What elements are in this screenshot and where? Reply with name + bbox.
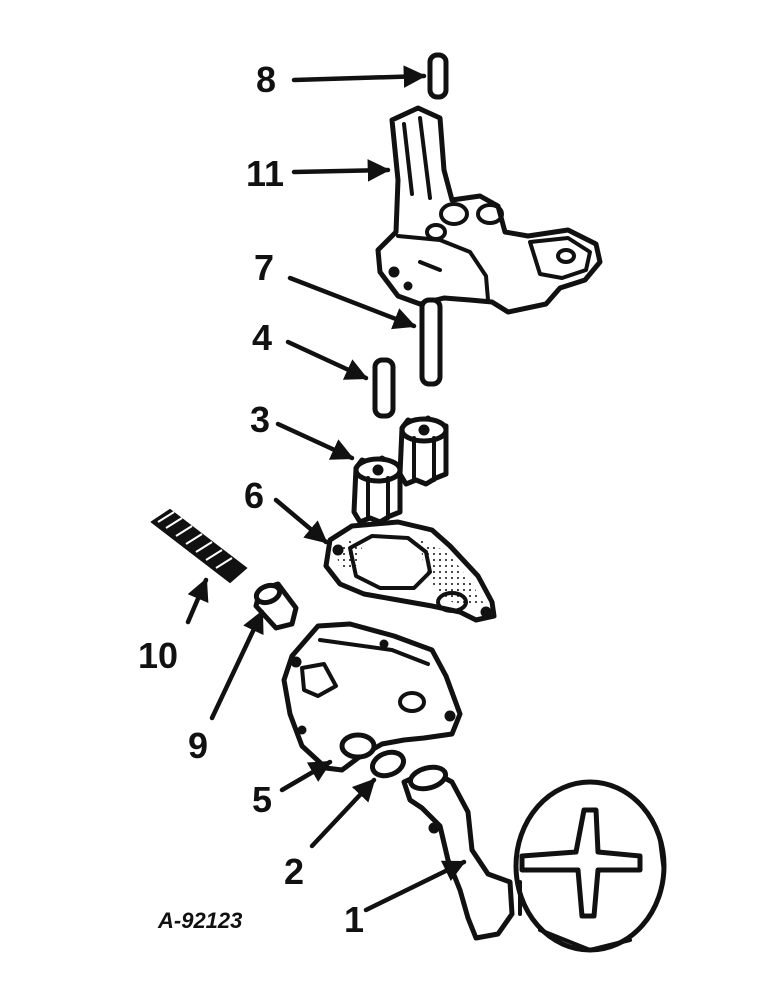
part-10-relief-valve-spring bbox=[150, 508, 248, 584]
callout-11: 11 bbox=[246, 153, 284, 194]
callout-arrows bbox=[185, 65, 467, 913]
part-3-pump-gears bbox=[351, 415, 449, 525]
callout-6: 6 bbox=[244, 475, 264, 516]
callout-10: 10 bbox=[138, 635, 178, 676]
callout-2: 2 bbox=[284, 851, 304, 892]
callout-8: 8 bbox=[256, 59, 276, 100]
callout-3: 3 bbox=[250, 399, 270, 440]
callout-9: 9 bbox=[188, 725, 208, 766]
part-4-idler-shaft bbox=[372, 357, 396, 419]
part-11-pump-body bbox=[375, 105, 603, 315]
part-2-o-ring bbox=[370, 749, 406, 779]
part-9-relief-valve-plunger bbox=[253, 581, 299, 631]
callout-labels: 8 11 7 4 3 6 10 9 5 2 1 A-92123 bbox=[138, 59, 364, 940]
part-1-oil-pump-screen bbox=[401, 764, 667, 953]
callout-7: 7 bbox=[254, 247, 274, 288]
part-6-cover-gasket bbox=[323, 519, 497, 623]
callout-5: 5 bbox=[252, 779, 272, 820]
part-5-o-ring bbox=[339, 732, 377, 760]
pump-cover bbox=[281, 621, 463, 773]
part-8-dowel-pin bbox=[427, 52, 449, 100]
callout-4: 4 bbox=[252, 317, 272, 358]
part-7-drive-shaft bbox=[419, 297, 443, 387]
callout-1: 1 bbox=[344, 899, 364, 940]
diagram-code: A-92123 bbox=[157, 908, 242, 933]
